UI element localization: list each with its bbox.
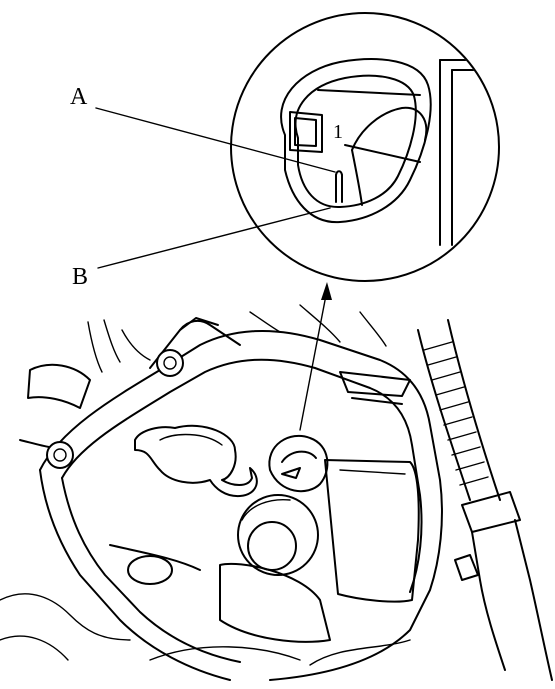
label-b-group: B [72, 207, 331, 290]
label-b: B [72, 264, 88, 290]
bolt-top [156, 349, 184, 377]
engine-housing [0, 304, 553, 681]
detail-magnifier: 1 [230, 12, 500, 282]
label-a: A [70, 84, 88, 110]
bolt-left [46, 441, 74, 469]
corrugated-hose [417, 319, 521, 533]
part-number-1: 1 [333, 121, 343, 143]
inspection-hole [268, 434, 329, 493]
grommet [237, 494, 319, 576]
callout-arrow [299, 282, 332, 431]
label-a-group: A [70, 84, 336, 173]
